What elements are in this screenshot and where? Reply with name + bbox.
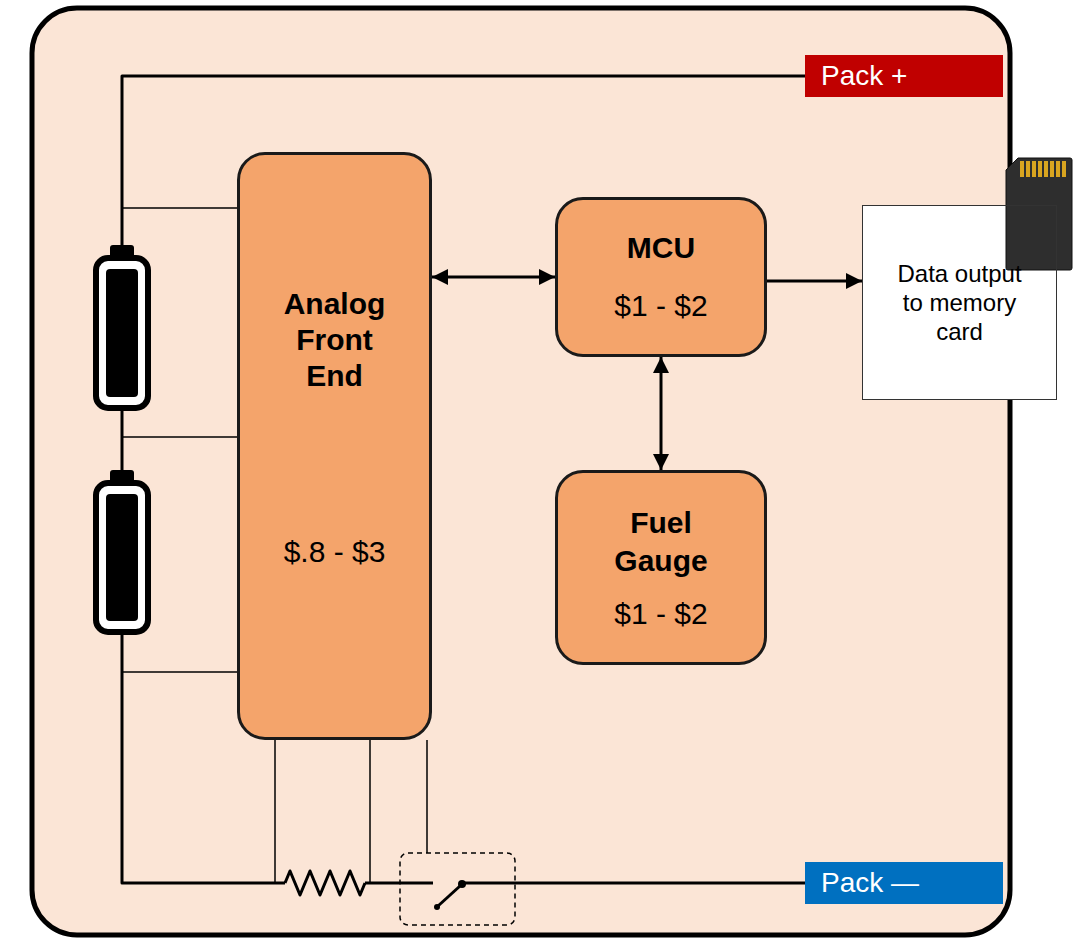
price-label: $1 - $2 bbox=[614, 596, 707, 632]
card-contact bbox=[1044, 161, 1048, 177]
battery-cell bbox=[96, 470, 148, 632]
switch-pivot bbox=[434, 904, 440, 910]
arrow-connector bbox=[432, 276, 555, 279]
sense-line bbox=[122, 207, 237, 209]
card-contact bbox=[1026, 161, 1030, 177]
battery-fill bbox=[106, 494, 138, 621]
battery-body bbox=[96, 483, 148, 632]
sense-line bbox=[369, 740, 371, 883]
card-contact bbox=[1020, 161, 1024, 177]
sense-line bbox=[274, 740, 276, 883]
price-label: $1 - $2 bbox=[614, 288, 707, 324]
output-wire bbox=[462, 882, 805, 885]
price-label: $.8 - $3 bbox=[284, 534, 386, 570]
card-contact bbox=[1050, 161, 1054, 177]
card-body bbox=[1006, 158, 1072, 270]
sense-line bbox=[122, 436, 237, 438]
switch-lever bbox=[438, 886, 460, 906]
card-contact bbox=[1062, 161, 1066, 177]
battery-fill bbox=[106, 269, 138, 397]
card-contact bbox=[1032, 161, 1036, 177]
node-label: Data output to memory card bbox=[897, 259, 1022, 346]
component-box: Analog Front End $.8 - $3 bbox=[237, 152, 432, 740]
memory-card-icon bbox=[1006, 158, 1072, 270]
card-contact bbox=[1038, 161, 1042, 177]
output-box: Data output to memory card bbox=[862, 205, 1057, 400]
control-line bbox=[426, 740, 428, 853]
card-contact bbox=[1056, 161, 1060, 177]
switch-outline bbox=[400, 853, 515, 925]
sense-line bbox=[122, 671, 237, 673]
node-label: Fuel Gauge bbox=[596, 504, 726, 580]
component-box: MCU $1 - $2 bbox=[555, 197, 767, 357]
arrow-connector bbox=[767, 280, 862, 283]
node-label: Pack — bbox=[821, 866, 919, 900]
pack-housing bbox=[32, 8, 1010, 935]
sense-wire bbox=[365, 882, 433, 885]
component-box: Fuel Gauge $1 - $2 bbox=[555, 470, 767, 665]
node-label: Pack + bbox=[821, 59, 907, 93]
node-label: MCU bbox=[627, 230, 695, 266]
node-label: Analog Front End bbox=[270, 286, 400, 394]
cell-link-wire bbox=[121, 408, 124, 470]
battery-body bbox=[96, 258, 148, 408]
terminal-box: Pack + bbox=[805, 55, 1003, 97]
terminal-box: Pack — bbox=[805, 862, 1003, 904]
resistor-symbol bbox=[285, 871, 365, 895]
arrow-connector bbox=[660, 357, 663, 470]
switch-contact bbox=[458, 880, 466, 888]
battery-cell bbox=[96, 245, 148, 408]
